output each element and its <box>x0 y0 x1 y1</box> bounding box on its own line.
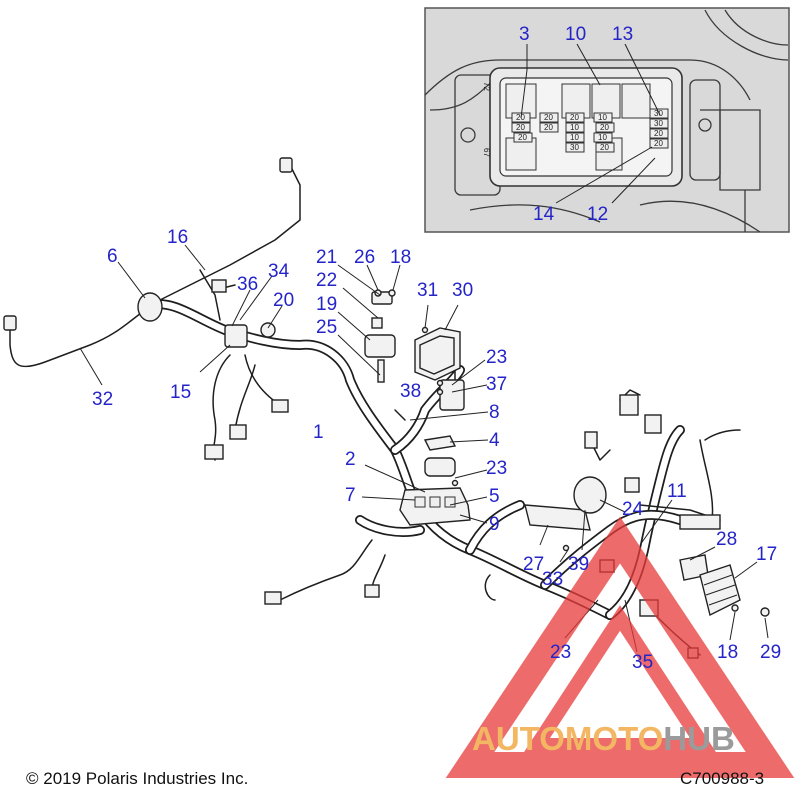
inset-fuse <box>565 122 585 133</box>
callout-labels: 16 6 36 34 20 15 32 21 26 18 22 19 25 38… <box>92 227 781 673</box>
watermark-logo: AUTOMOTOHUB <box>445 516 795 778</box>
inset-fuse-rating: 20 <box>654 129 663 138</box>
inset-fuse-rating: 20 <box>518 133 527 142</box>
inset-fuse <box>649 118 669 129</box>
inset-fuse <box>513 132 533 143</box>
callout-20: 20 <box>273 290 294 311</box>
callout-33: 33 <box>542 569 563 590</box>
callout-22: 22 <box>316 270 337 291</box>
callout-21: 21 <box>316 247 337 268</box>
inset-fuse <box>539 112 559 123</box>
part-39-grommet <box>573 476 607 514</box>
callout-23-c: 23 <box>550 642 571 663</box>
copyright-text: © 2019 Polaris Industries Inc. <box>26 769 248 788</box>
inset-fuse <box>593 112 613 123</box>
callout-13: 13 <box>612 24 633 45</box>
figure-code: C700988-3 <box>680 769 764 788</box>
leader-lines <box>79 244 769 653</box>
svg-text:AUTOMOTOHUB: AUTOMOTOHUB <box>472 720 735 757</box>
inset-fuse <box>649 128 669 139</box>
inset-fuse <box>595 142 615 153</box>
inset-fuse <box>593 132 613 143</box>
callout-34: 34 <box>268 261 290 282</box>
callout-32: 32 <box>92 389 113 410</box>
callout-29: 29 <box>760 642 781 663</box>
part-15-connector <box>224 324 248 348</box>
callout-19: 19 <box>316 294 337 315</box>
part-20-plug <box>260 322 276 338</box>
inset-fuse-rating: 20 <box>654 139 663 148</box>
callout-23-a: 23 <box>486 347 507 368</box>
callout-37: 37 <box>486 374 507 395</box>
callout-10: 10 <box>565 24 586 45</box>
callout-12: 12 <box>587 204 608 225</box>
callout-23-b: 23 <box>486 458 507 479</box>
inset-fuse-rating: 20 <box>600 143 609 152</box>
callout-27: 27 <box>523 554 544 575</box>
callout-38: 38 <box>400 381 421 402</box>
callout-28: 28 <box>716 529 737 550</box>
inset-fuse-rating: 20 <box>516 123 525 132</box>
callout-14: 14 <box>533 204 555 225</box>
callout-11: 11 <box>667 481 687 502</box>
callout-4: 4 <box>489 430 500 451</box>
callout-5: 5 <box>489 486 500 507</box>
inset-fuse-rating: 10 <box>598 113 607 122</box>
callout-7: 7 <box>345 485 356 506</box>
inset-fuse <box>565 132 585 143</box>
inset-fuse <box>565 142 585 153</box>
inset-fuse <box>511 122 531 133</box>
callout-31: 31 <box>417 280 438 301</box>
watermark-text-moto: MOTO <box>565 720 663 757</box>
callout-26: 26 <box>354 247 375 268</box>
inset-side-mark-72: 72 <box>482 82 491 91</box>
callout-25: 25 <box>316 317 337 338</box>
callout-36: 36 <box>237 274 258 295</box>
callout-18-bottom: 18 <box>717 642 738 663</box>
callout-3: 3 <box>519 24 530 45</box>
wiring-harness <box>3 157 770 659</box>
callout-30: 30 <box>452 280 473 301</box>
callout-9: 9 <box>489 514 500 535</box>
part-19-relay <box>364 334 396 358</box>
callout-17: 17 <box>756 544 777 565</box>
inset-fuse-rating: 10 <box>570 133 579 142</box>
callout-24: 24 <box>622 499 644 520</box>
callout-8: 8 <box>489 402 500 423</box>
inset-fuse <box>649 138 669 149</box>
callout-39: 39 <box>568 554 589 575</box>
part-27-connector-bank <box>524 504 591 531</box>
callout-16: 16 <box>167 227 188 248</box>
inset-fuse-rating: 30 <box>570 143 579 152</box>
inset-fuse-rating: 30 <box>654 119 663 128</box>
watermark-text-auto: AUTO <box>472 720 565 757</box>
callout-6: 6 <box>107 246 118 267</box>
inset-fuse-rating: 10 <box>598 133 607 142</box>
part-6-connector <box>137 292 163 322</box>
callout-18-top: 18 <box>390 247 411 268</box>
watermark-text-hub: HUB <box>663 720 735 757</box>
inset-fuse-rating: 20 <box>544 123 553 132</box>
callout-1: 1 <box>313 422 324 443</box>
inset-fuse <box>565 112 585 123</box>
inset-side-mark-67: 67 <box>482 148 491 157</box>
inset-fuse <box>539 122 559 133</box>
inset-fuse-rating: 20 <box>600 123 609 132</box>
callout-15: 15 <box>170 382 191 403</box>
inset-fuse-rating: 20 <box>544 113 553 122</box>
callout-35: 35 <box>632 652 653 673</box>
callout-2: 2 <box>345 449 356 470</box>
part-23-module <box>424 457 456 477</box>
inset-fuse-rating: 20 <box>570 113 579 122</box>
inset-fuse-rating: 10 <box>570 123 579 132</box>
inset-fuse <box>595 122 615 133</box>
